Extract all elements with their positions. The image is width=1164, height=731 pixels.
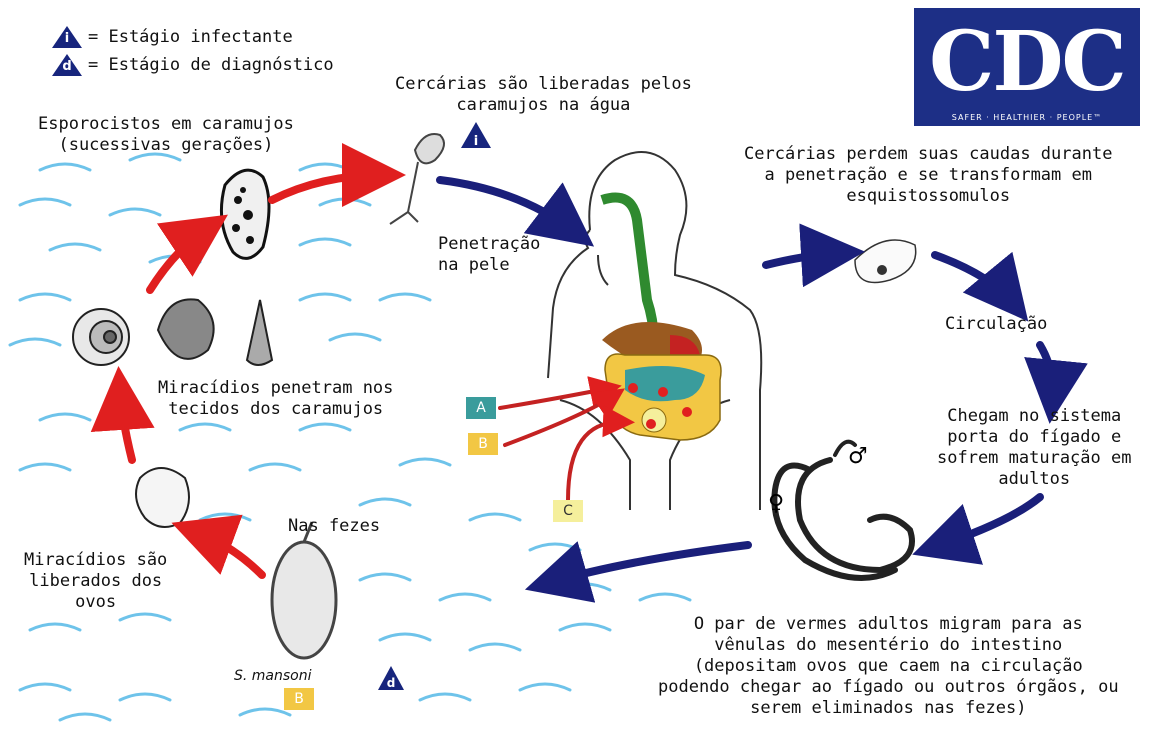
- schistosomulum: [855, 240, 916, 283]
- digestive-tract: [602, 198, 721, 441]
- schistosoma-egg: [272, 522, 336, 658]
- label-portal-system: Chegam no sistemaporta do fígado esofrem…: [937, 406, 1131, 490]
- legend-diagnostic: d = Estágio de diagnóstico: [52, 54, 334, 76]
- cercaria: [390, 134, 444, 224]
- label-circulation: Circulação: [945, 314, 1047, 335]
- infective-marker-letter: i: [474, 134, 478, 149]
- label-cercariae-released: Cercárias são liberadas peloscaramujos n…: [395, 74, 692, 116]
- site-box-b: B: [468, 433, 498, 455]
- species-label: S. mansoni: [234, 668, 312, 684]
- infective-icon: i: [52, 26, 82, 48]
- label-skin-penetration: Penetraçãona pele: [438, 234, 540, 276]
- cdc-logo-text: CDC: [914, 14, 1140, 110]
- site-box-a: A: [466, 397, 496, 419]
- label-in-feces: Nas fezes: [288, 516, 380, 537]
- label-sporocysts: Esporocistos em caramujos(sucessivas ger…: [38, 114, 294, 156]
- site-arrows: [500, 388, 623, 500]
- label-cercariae-lose-tails: Cercárias perdem suas caudas durantea pe…: [744, 144, 1112, 207]
- infective-stage-marker: i: [461, 122, 491, 149]
- legend-infective: i = Estágio infectante: [52, 26, 293, 48]
- diagnostic-marker-letter: d: [387, 676, 396, 690]
- diagnostic-icon: d: [52, 54, 82, 76]
- adult-worm-pair: [774, 442, 912, 578]
- snail-shells: [73, 299, 272, 365]
- label-miracidia-released: Miracídios sãoliberados dosovos: [24, 550, 167, 613]
- egg-site-box: B: [284, 688, 314, 710]
- diagnostic-stage-marker: d: [378, 666, 404, 690]
- cdc-logo: CDC SAFER · HEALTHIER · PEOPLE™: [914, 8, 1140, 126]
- legend-diagnostic-label: = Estágio de diagnóstico: [88, 55, 334, 75]
- legend-infective-label: = Estágio infectante: [88, 27, 293, 47]
- water-waves: [10, 154, 690, 720]
- sporocyst: [221, 170, 269, 258]
- site-box-c: C: [553, 500, 583, 522]
- label-worm-pair: O par de vermes adultos migram para asvê…: [658, 614, 1119, 719]
- cdc-tagline: SAFER · HEALTHIER · PEOPLE™: [914, 113, 1140, 122]
- female-symbol: ♀: [768, 491, 784, 516]
- male-symbol: ♂: [848, 444, 868, 469]
- miracidium: [136, 468, 189, 527]
- label-miracidia-penetrate: Miracídios penetram nostecidos dos caram…: [158, 378, 393, 420]
